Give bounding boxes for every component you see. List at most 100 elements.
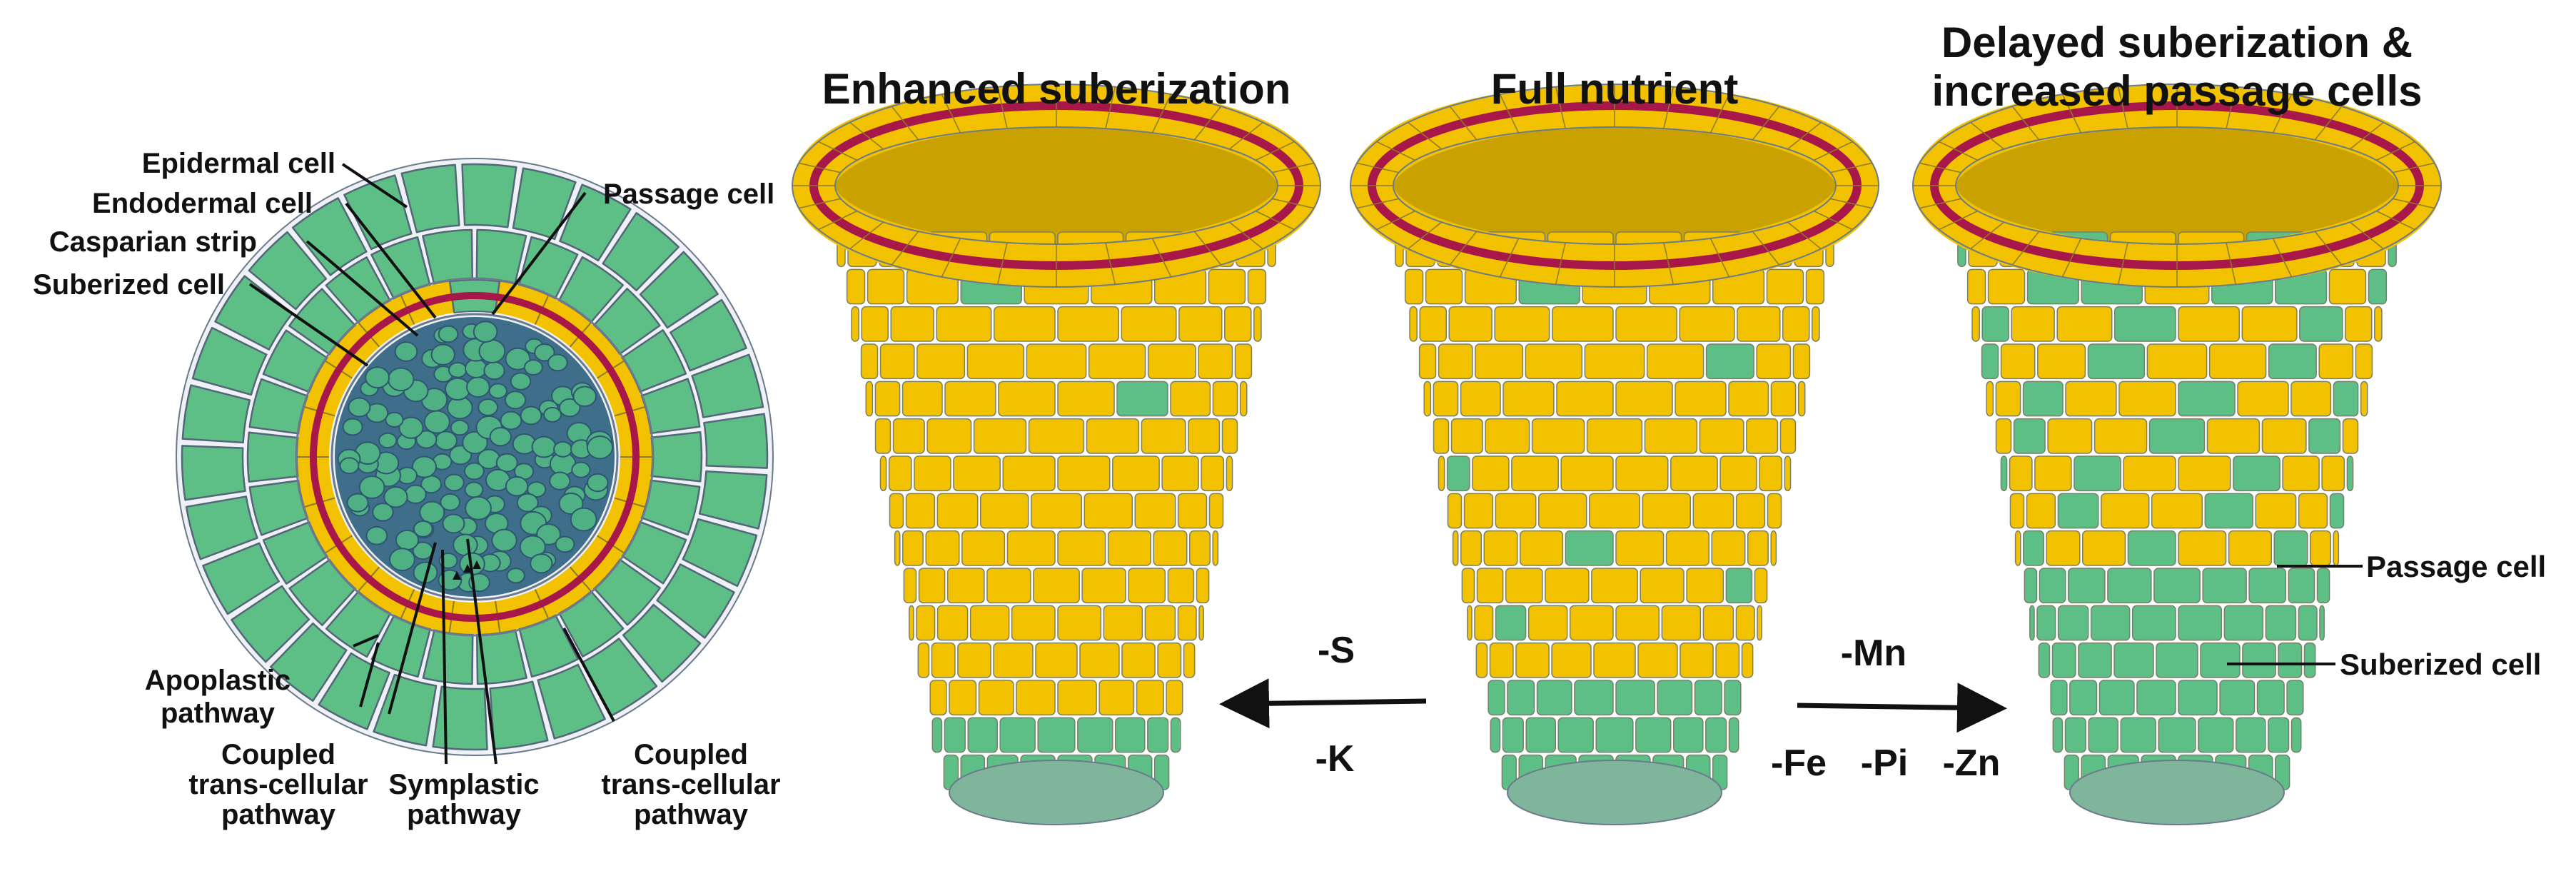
epidermal-cell [622, 603, 702, 683]
suberized-cell [1418, 343, 1437, 380]
passage-cell [1557, 717, 1594, 753]
suberized-cell [889, 493, 904, 529]
suberized-cell [944, 381, 996, 417]
passage-cell [2248, 568, 2287, 604]
suberized-cell [2345, 306, 2373, 342]
suberized-cell [1615, 530, 1665, 566]
suberized-cell [874, 418, 892, 454]
suberized-cell [2034, 455, 2072, 492]
label-endodermal-cell: Endodermal cell [92, 188, 313, 219]
suberized-cell [914, 455, 951, 492]
suberized-cell [966, 343, 1025, 380]
epidermal-cell [214, 275, 293, 351]
suberized-cell [2178, 455, 2231, 492]
suberized-cell [2360, 381, 2368, 417]
suberized-cell [903, 568, 917, 604]
suberized-cell [1144, 605, 1176, 641]
passage-cell [2286, 680, 2304, 716]
suberized-cell [1157, 642, 1182, 678]
passage-cell [1728, 717, 1739, 753]
arrow-to-enhanced [1219, 678, 1427, 729]
suberized-cell [1121, 306, 1177, 342]
epidermal-cell [343, 174, 413, 251]
passage-cell [2036, 605, 2056, 641]
suberized-cell [926, 418, 972, 454]
suberized-cell [1779, 418, 1797, 454]
passage-cell [2087, 343, 2146, 380]
passage-cell [2233, 455, 2280, 492]
passage-cell [2022, 381, 2064, 417]
root-tube-full-nutrient [1350, 84, 1879, 825]
suberized-cell [867, 268, 905, 305]
suberized-cell [1084, 493, 1133, 529]
suberized-cell [993, 306, 1056, 342]
suberized-cell [1030, 493, 1083, 529]
suberized-cell [860, 343, 879, 380]
suberized-cell [1208, 268, 1246, 305]
suberized-cell [1188, 418, 1221, 454]
suberized-cell [1212, 530, 1219, 566]
suberized-cell [1028, 418, 1085, 454]
epidermal-cell [703, 413, 769, 469]
suberized-cell [1987, 268, 2026, 305]
passage-cell [2057, 493, 2099, 529]
suberized-cell [1741, 642, 1754, 678]
label-coupled-left-trans: trans-cellular [188, 769, 368, 800]
suberized-cell [1670, 455, 1718, 492]
suberized-cell [1735, 493, 1766, 529]
title-delayed-suberization: Delayed suberization & [1941, 19, 2413, 66]
suberized-cell [1640, 568, 1684, 604]
suberized-cell [1476, 568, 1504, 604]
suberized-cell [1112, 455, 1160, 492]
suberized-cell [1057, 455, 1111, 492]
suberized-cell [1642, 493, 1692, 529]
passage-cell [2136, 680, 2176, 716]
passage-cell [1116, 381, 1168, 417]
epidermal-cell [670, 298, 747, 372]
nutrient-minus-fe: -Fe [1771, 742, 1827, 784]
passage-cell [2074, 455, 2121, 492]
suberized-cell [2298, 493, 2328, 529]
stele [335, 317, 615, 597]
passage-cell [2236, 717, 2266, 753]
suberized-cell [1661, 605, 1702, 641]
suberized-cell [2009, 455, 2033, 492]
epidermal-cell [691, 353, 764, 418]
suberized-cell [1754, 568, 1768, 604]
suberized-cell [2208, 343, 2267, 380]
passage-cell [2265, 605, 2297, 641]
epidermal-cell [270, 622, 348, 702]
passage-cell [2088, 717, 2118, 753]
passage-cell [2127, 530, 2176, 566]
passage-cell [1502, 717, 1524, 753]
suberized-cell [1485, 418, 1530, 454]
suberized-cell [1615, 306, 1678, 342]
suberized-cell [1719, 455, 1757, 492]
suberized-cell [2342, 418, 2359, 454]
suberized-cell [2321, 455, 2345, 492]
suberized-cell [1404, 268, 1424, 305]
suberized-cell [1494, 306, 1550, 342]
suberized-cell [1224, 306, 1252, 342]
suberized-cell [1057, 306, 1120, 342]
suberized-cell [1971, 306, 1980, 342]
passage-cell [1490, 717, 1501, 753]
suberized-cell [2333, 530, 2340, 566]
suberized-cell [1121, 642, 1156, 678]
suberized-cell [909, 605, 914, 641]
passage-cell [1037, 717, 1076, 753]
suberized-cell [2374, 306, 2383, 342]
suberized-cell [1782, 306, 1810, 342]
passage-cell [1705, 717, 1727, 753]
label-passage-cell: Passage cell [603, 178, 774, 210]
suberized-cell [1438, 455, 1445, 492]
epidermal-cell [602, 212, 680, 292]
epidermal-cell [185, 495, 258, 560]
epidermal-cell [639, 251, 719, 329]
epidermal-cell [202, 542, 280, 615]
suberized-cell [1178, 306, 1223, 342]
passage-cell [1615, 680, 1655, 716]
label-apoplastic-pathway: pathway [161, 698, 276, 729]
suberized-cell [2065, 381, 2117, 417]
